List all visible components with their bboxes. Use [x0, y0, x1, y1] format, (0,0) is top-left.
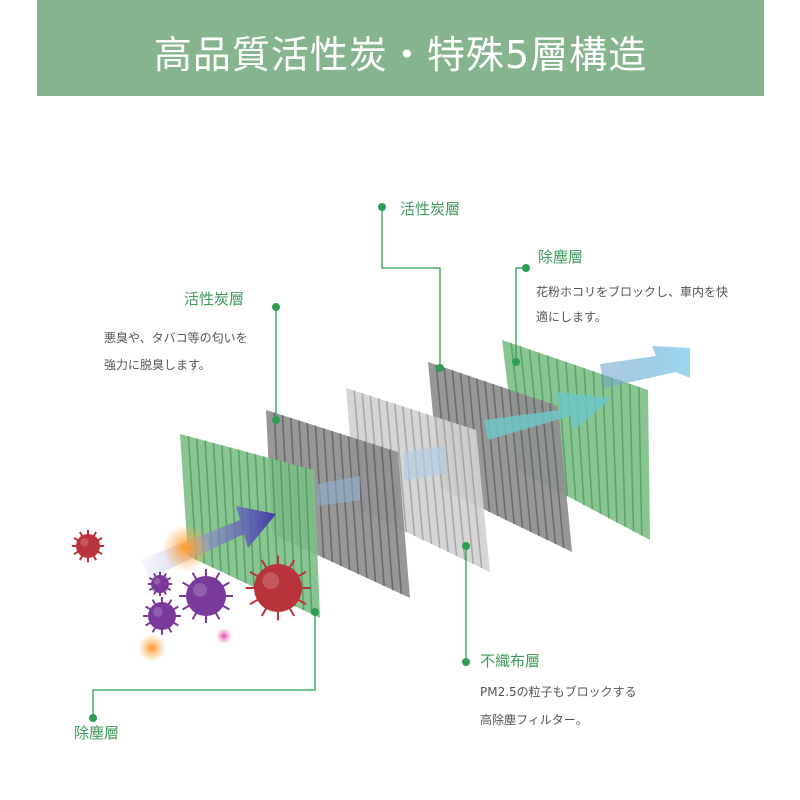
panel-dust-front-stripe [229, 447, 239, 580]
panel-nonwoven-stripe [458, 424, 475, 565]
airflow-arrow-outlet [600, 346, 690, 388]
virus-red-shine [80, 538, 89, 547]
leader-carbon-dot [272, 416, 280, 424]
panel-dust-front-stripe [212, 442, 222, 572]
panel-nonwoven-stripe [418, 411, 433, 545]
virus-red-shine [262, 572, 280, 590]
page-title: 高品質活性炭・特殊5層構造 [153, 33, 648, 77]
virus-red [245, 555, 311, 621]
panel-carbon-front-stripe [372, 444, 385, 587]
layer-desc-nonwoven-line2: 高除塵フィルター。 [480, 713, 588, 727]
leader-carbon-dot [272, 303, 280, 311]
panel-nonwoven-stripe [467, 427, 483, 569]
panel-dust-back-stripe [610, 377, 618, 523]
virus-purple-body [148, 602, 176, 630]
leader-dust-front-dot [89, 714, 97, 722]
title-banner: 高品質活性炭・特殊5層構造 [37, 0, 764, 96]
virus-red-body [254, 564, 302, 612]
layer-label-dust-back: 除塵層 [538, 248, 584, 266]
panel-carbon-front-stripe [388, 449, 403, 595]
virus-purple-body [186, 576, 226, 616]
layer-label-carbon: 活性炭層 [184, 290, 245, 308]
virus-purple-shine [152, 606, 163, 617]
panel-nonwoven-stripe [442, 419, 458, 557]
virus-purple [147, 571, 173, 597]
panel-dust-front-stripe [304, 467, 313, 615]
panel-carbon-back-stripe [484, 381, 499, 517]
airflow-arrow-clean [484, 392, 612, 440]
virus-purple-shine [154, 578, 161, 585]
panel-carbon-front-stripe [355, 438, 368, 579]
leader-carbon-top-dot [436, 364, 444, 372]
virus-purple [143, 597, 181, 635]
panel-carbon-back-stripe [508, 389, 524, 529]
panel-nonwoven-stripe [450, 422, 466, 561]
panel-carbon-front-stripe [380, 446, 394, 591]
leader-dust-back-dot [522, 264, 530, 272]
leader-carbon-top-dot [378, 203, 386, 211]
panel-dust-back-stripe [628, 383, 635, 532]
particle-orange [162, 524, 210, 572]
virus-purple [179, 569, 233, 623]
particle-orange [138, 634, 166, 662]
layer-desc-carbon-line1: 悪臭や、タバコ等の匂いを [104, 331, 248, 345]
panel-dust-back-stripe [638, 386, 643, 536]
panel-carbon-back-stripe [549, 403, 565, 549]
panel-nonwoven-stripe [393, 403, 408, 533]
airflow-arrow-mid [404, 446, 446, 480]
layer-label-dust-front: 除塵層 [74, 724, 120, 742]
panel-carbon-back-stripe [475, 378, 491, 513]
panel-carbon-back-stripe [492, 383, 507, 521]
virus-purple-body [151, 575, 169, 593]
layer-desc-nonwoven-line1: PM2.5の粒子もブロックする [480, 685, 637, 699]
panel-dust-front-stripe [296, 465, 305, 611]
leader-dust-front-dot [311, 608, 319, 616]
panel-dust-front-stripe [221, 445, 231, 576]
layer-label-carbon-top: 活性炭層 [400, 200, 461, 218]
panel-dust-back-stripe [592, 371, 602, 514]
panel-dust-back-stripe [583, 368, 594, 510]
panel-carbon-front-stripe [364, 441, 377, 583]
panel-dust-back-stripe [574, 364, 585, 506]
leader-nonwoven-dot [462, 542, 470, 550]
layer-desc-dust-back-line1: 花粉ホコリをブロックし、車内を快 [536, 285, 729, 299]
leader-dust-front [92, 612, 316, 718]
leader-carbon-top [381, 207, 441, 368]
panel-dust-back-stripe [565, 361, 577, 501]
virus-red [71, 529, 105, 563]
leader-dust-back-dot [512, 358, 520, 366]
layer-desc-dust-back-line2: 適にします。 [536, 310, 607, 324]
airflow-arrow-mid [318, 476, 360, 506]
virus-red-body [76, 534, 100, 558]
panel-carbon-front-stripe [347, 436, 360, 575]
panel-dust-back [502, 340, 650, 540]
layer-desc-carbon-line2: 強力に脱臭します。 [104, 358, 211, 372]
panel-carbon-back-stripe [540, 400, 557, 545]
panel-dust-back-stripe [555, 358, 569, 497]
particle-pink [216, 628, 232, 644]
panel-nonwoven-stripe [434, 416, 449, 553]
leader-nonwoven-dot [462, 658, 470, 666]
virus-purple-shine [193, 583, 207, 597]
panel-nonwoven-stripe [426, 414, 441, 549]
layer-label-nonwoven: 不織布層 [480, 652, 541, 670]
panel-carbon-back-stripe [500, 386, 516, 525]
panel-dust-back-stripe [619, 380, 627, 527]
